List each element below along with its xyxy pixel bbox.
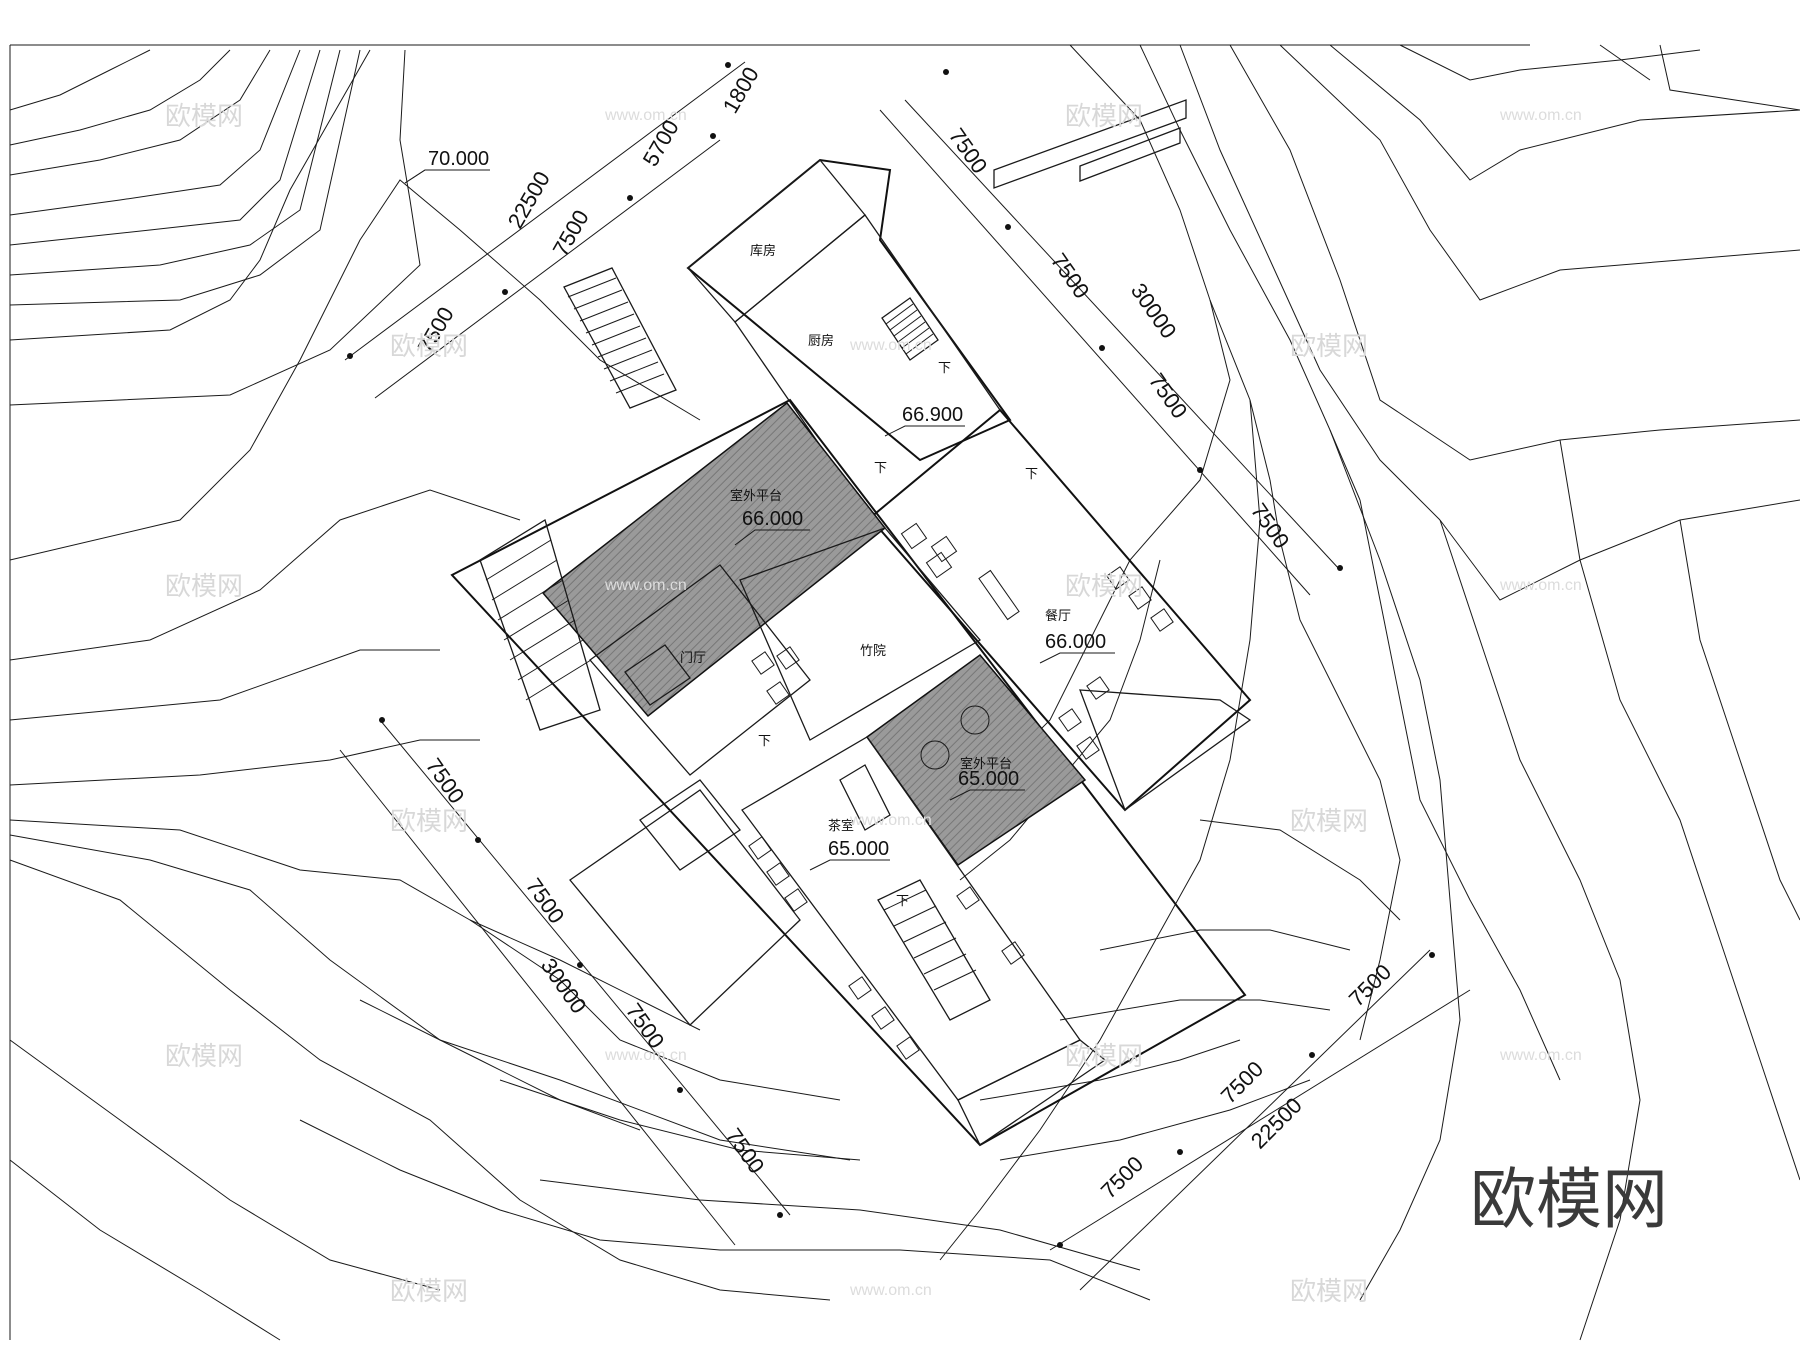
- watermark-url: www.om.cn: [1499, 107, 1582, 124]
- dim-sw-total: 30000: [536, 954, 592, 1018]
- watermark-url: www.om.cn: [1499, 1047, 1582, 1064]
- elevation-dining: 66.000: [1039, 631, 1115, 664]
- elevation-kitchen-label: 66.900: [902, 404, 963, 426]
- watermark-text: 欧模网: [1290, 1277, 1368, 1307]
- watermark-text: 欧模网: [390, 332, 468, 362]
- lobby-counter: [624, 644, 691, 706]
- room-tea-room-label: 茶室: [828, 818, 854, 834]
- dimension-lines: [339, 61, 1471, 1291]
- site-features-north: [993, 99, 1187, 189]
- watermark-url: www.om.cn: [604, 577, 687, 594]
- room-terrace-north-label: 室外平台: [730, 488, 782, 504]
- west-stairs: [563, 267, 677, 409]
- watermark-url: www.om.cn: [604, 107, 687, 124]
- dim-sw-b: 7500: [521, 874, 570, 928]
- watermark-url: www.om.cn: [849, 1282, 932, 1299]
- watermark-text: 欧模网: [165, 1042, 243, 1072]
- elevation-markers: 70.000 66.900 66.000 66.000 65.000 65.00…: [404, 148, 1115, 871]
- room-lobby-label: 门厅: [680, 651, 706, 666]
- elevation-tea-room-label: 65.000: [828, 838, 889, 860]
- west-entry-stairs: [479, 518, 601, 731]
- elevation-dining-label: 66.000: [1045, 631, 1106, 653]
- dim-sw-d: 7500: [721, 1124, 770, 1178]
- watermark-text: 欧模网: [1065, 102, 1143, 132]
- terrain-contours: [9, 44, 1800, 1341]
- southwest-annex: [569, 789, 801, 1026]
- dim-ne-b: 7500: [1046, 249, 1095, 303]
- room-terrace-south-label: 室外平台: [960, 756, 1012, 772]
- watermark-text: 欧模网: [1290, 332, 1368, 362]
- stair-down-kitchen: 下: [938, 361, 951, 376]
- watermark-text: 欧模网: [1290, 807, 1368, 837]
- bamboo-court-outline: [739, 527, 981, 741]
- room-kitchen-label: 厨房: [808, 333, 834, 349]
- frame-lines: [9, 44, 1530, 1340]
- elevation-tea-room: 65.000: [809, 838, 890, 871]
- dim-sw-c: 7500: [621, 999, 670, 1053]
- building-main-body: [450, 398, 1247, 1147]
- dimension-labels: 22500 7500 7500 5700 1800 7500 7500 7500…: [413, 63, 1396, 1204]
- elevation-terrace-south: 65.000: [949, 768, 1025, 801]
- watermark-text: 欧模网: [390, 807, 468, 837]
- kitchen-stair: [881, 297, 939, 361]
- stair-down-tea: 下: [896, 894, 909, 909]
- dim-ne-d: 7500: [1246, 499, 1295, 553]
- room-dining-label: 餐厅: [1045, 608, 1071, 624]
- south-deck: [957, 1039, 1107, 1146]
- watermark-text: 欧模网: [165, 572, 243, 602]
- brand-logo: 欧模网: [1470, 1161, 1668, 1238]
- dim-nw-total: 22500: [503, 167, 555, 232]
- dim-se-b: 7500: [1216, 1056, 1268, 1108]
- watermark-text: 欧模网: [1065, 572, 1143, 602]
- watermark-text: 欧模网: [165, 102, 243, 132]
- watermark-url: www.om.cn: [1499, 577, 1582, 594]
- dining-deck: [1079, 689, 1252, 812]
- watermarks: 欧模网 www.om.cn 欧模网 www.om.cn 欧模网 www.om.c…: [165, 102, 1582, 1307]
- furniture: [748, 522, 1174, 1060]
- elevation-site-label: 70.000: [428, 148, 489, 170]
- elevation-terrace-north-label: 66.000: [742, 508, 803, 530]
- elevation-terrace-north: 66.000: [734, 508, 810, 546]
- southwest-annex-inner: [639, 779, 741, 871]
- room-storage-label: 库房: [750, 243, 776, 259]
- dim-sw-a: 7500: [421, 754, 470, 808]
- dim-ne-c: 7500: [1144, 369, 1193, 423]
- dim-ne-total: 30000: [1126, 279, 1182, 343]
- dim-se-a: 7500: [1096, 1151, 1148, 1203]
- stair-down-terrace: 下: [874, 461, 887, 476]
- lobby-outline: [589, 564, 811, 776]
- room-bamboo-court-label: 竹院: [860, 644, 886, 659]
- dining-wing: [868, 408, 1252, 812]
- stair-down-lobby: 下: [758, 734, 771, 749]
- stair-down-markers: 下 下 下 下 下: [758, 361, 1038, 909]
- watermark-url: www.om.cn: [849, 812, 932, 829]
- watermark-text: 欧模网: [390, 1277, 468, 1307]
- dim-nw-b: 7500: [548, 206, 594, 261]
- dim-nw-d: 1800: [718, 63, 764, 118]
- watermark-text: 欧模网: [1065, 1042, 1143, 1072]
- elevation-kitchen: 66.900: [884, 404, 965, 437]
- watermark-url: www.om.cn: [849, 337, 932, 354]
- watermark-url: www.om.cn: [604, 1047, 687, 1064]
- stair-down-dining: 下: [1025, 467, 1038, 482]
- room-labels: 库房 厨房 室外平台 门厅 竹院 餐厅 室外平台 茶室: [680, 243, 1071, 834]
- dim-se-c: 7500: [1344, 959, 1396, 1011]
- dim-ne-a: 7500: [944, 124, 993, 178]
- building-plan: [450, 158, 1252, 1147]
- elevation-terrace-south-label: 65.000: [958, 768, 1019, 790]
- tea-room-counter: [839, 764, 891, 831]
- storage-room-outline: [687, 159, 866, 323]
- north-terrace: [541, 401, 887, 718]
- tea-room-stair: [877, 879, 991, 1021]
- elevation-site: 70.000: [404, 148, 490, 184]
